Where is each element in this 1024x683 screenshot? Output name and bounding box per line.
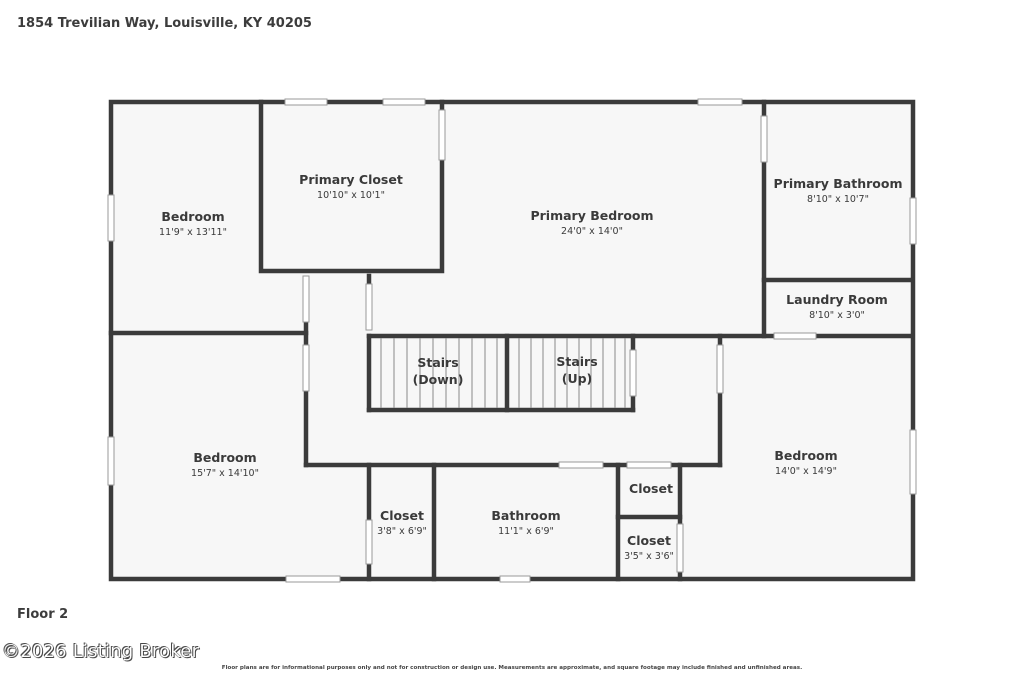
- room-primary-bathroom-name: Primary Bathroom: [774, 176, 903, 191]
- stairs-treads: [380, 338, 626, 408]
- room-bedroom-nw-dims: 11'9" x 13'11": [159, 227, 227, 238]
- room-closet-small-dims: 3'8" x 6'9": [377, 526, 427, 537]
- room-laundry-dims: 8'10" x 3'0": [809, 310, 865, 321]
- room-bathroom-name: Bathroom: [491, 508, 560, 523]
- stairs-down-line1: Stairs: [417, 355, 458, 370]
- room-laundry-name: Laundry Room: [786, 292, 888, 307]
- room-bedroom-nw-name: Bedroom: [161, 209, 224, 224]
- disclaimer: Floor plans are for informational purpos…: [221, 665, 803, 671]
- room-closet-lower-name: Closet: [627, 533, 671, 548]
- room-primary-bathroom-dims: 8'10" x 10'7": [807, 194, 869, 205]
- room-primary-closet-name: Primary Closet: [299, 172, 403, 187]
- room-primary-bedroom-dims: 24'0" x 14'0": [561, 226, 623, 237]
- stairs-up-line1: Stairs: [556, 354, 597, 369]
- room-bathroom-dims: 11'1" x 6'9": [498, 526, 554, 537]
- room-closet-upper-name: Closet: [629, 481, 673, 496]
- room-bedroom-se-dims: 14'0" x 14'9": [775, 466, 837, 477]
- room-primary-bedroom-name: Primary Bedroom: [530, 208, 653, 223]
- room-bedroom-sw-name: Bedroom: [193, 450, 256, 465]
- property-address: 1854 Trevilian Way, Louisville, KY 40205: [17, 16, 312, 31]
- room-bedroom-sw-dims: 15'7" x 14'10": [191, 468, 259, 479]
- room-bedroom-se-name: Bedroom: [774, 448, 837, 463]
- watermark: ©2026 Listing Broker: [2, 641, 200, 662]
- stairs-up-line2: (Up): [562, 371, 593, 386]
- room-closet-small-name: Closet: [380, 508, 424, 523]
- room-closet-lower-dims: 3'5" x 3'6": [624, 551, 674, 562]
- stairs-down-line2: (Down): [413, 372, 464, 387]
- room-primary-closet-dims: 10'10" x 10'1": [317, 190, 385, 201]
- floor-label: Floor 2: [17, 607, 69, 622]
- floor-area: [111, 102, 913, 579]
- windows: [107, 98, 917, 583]
